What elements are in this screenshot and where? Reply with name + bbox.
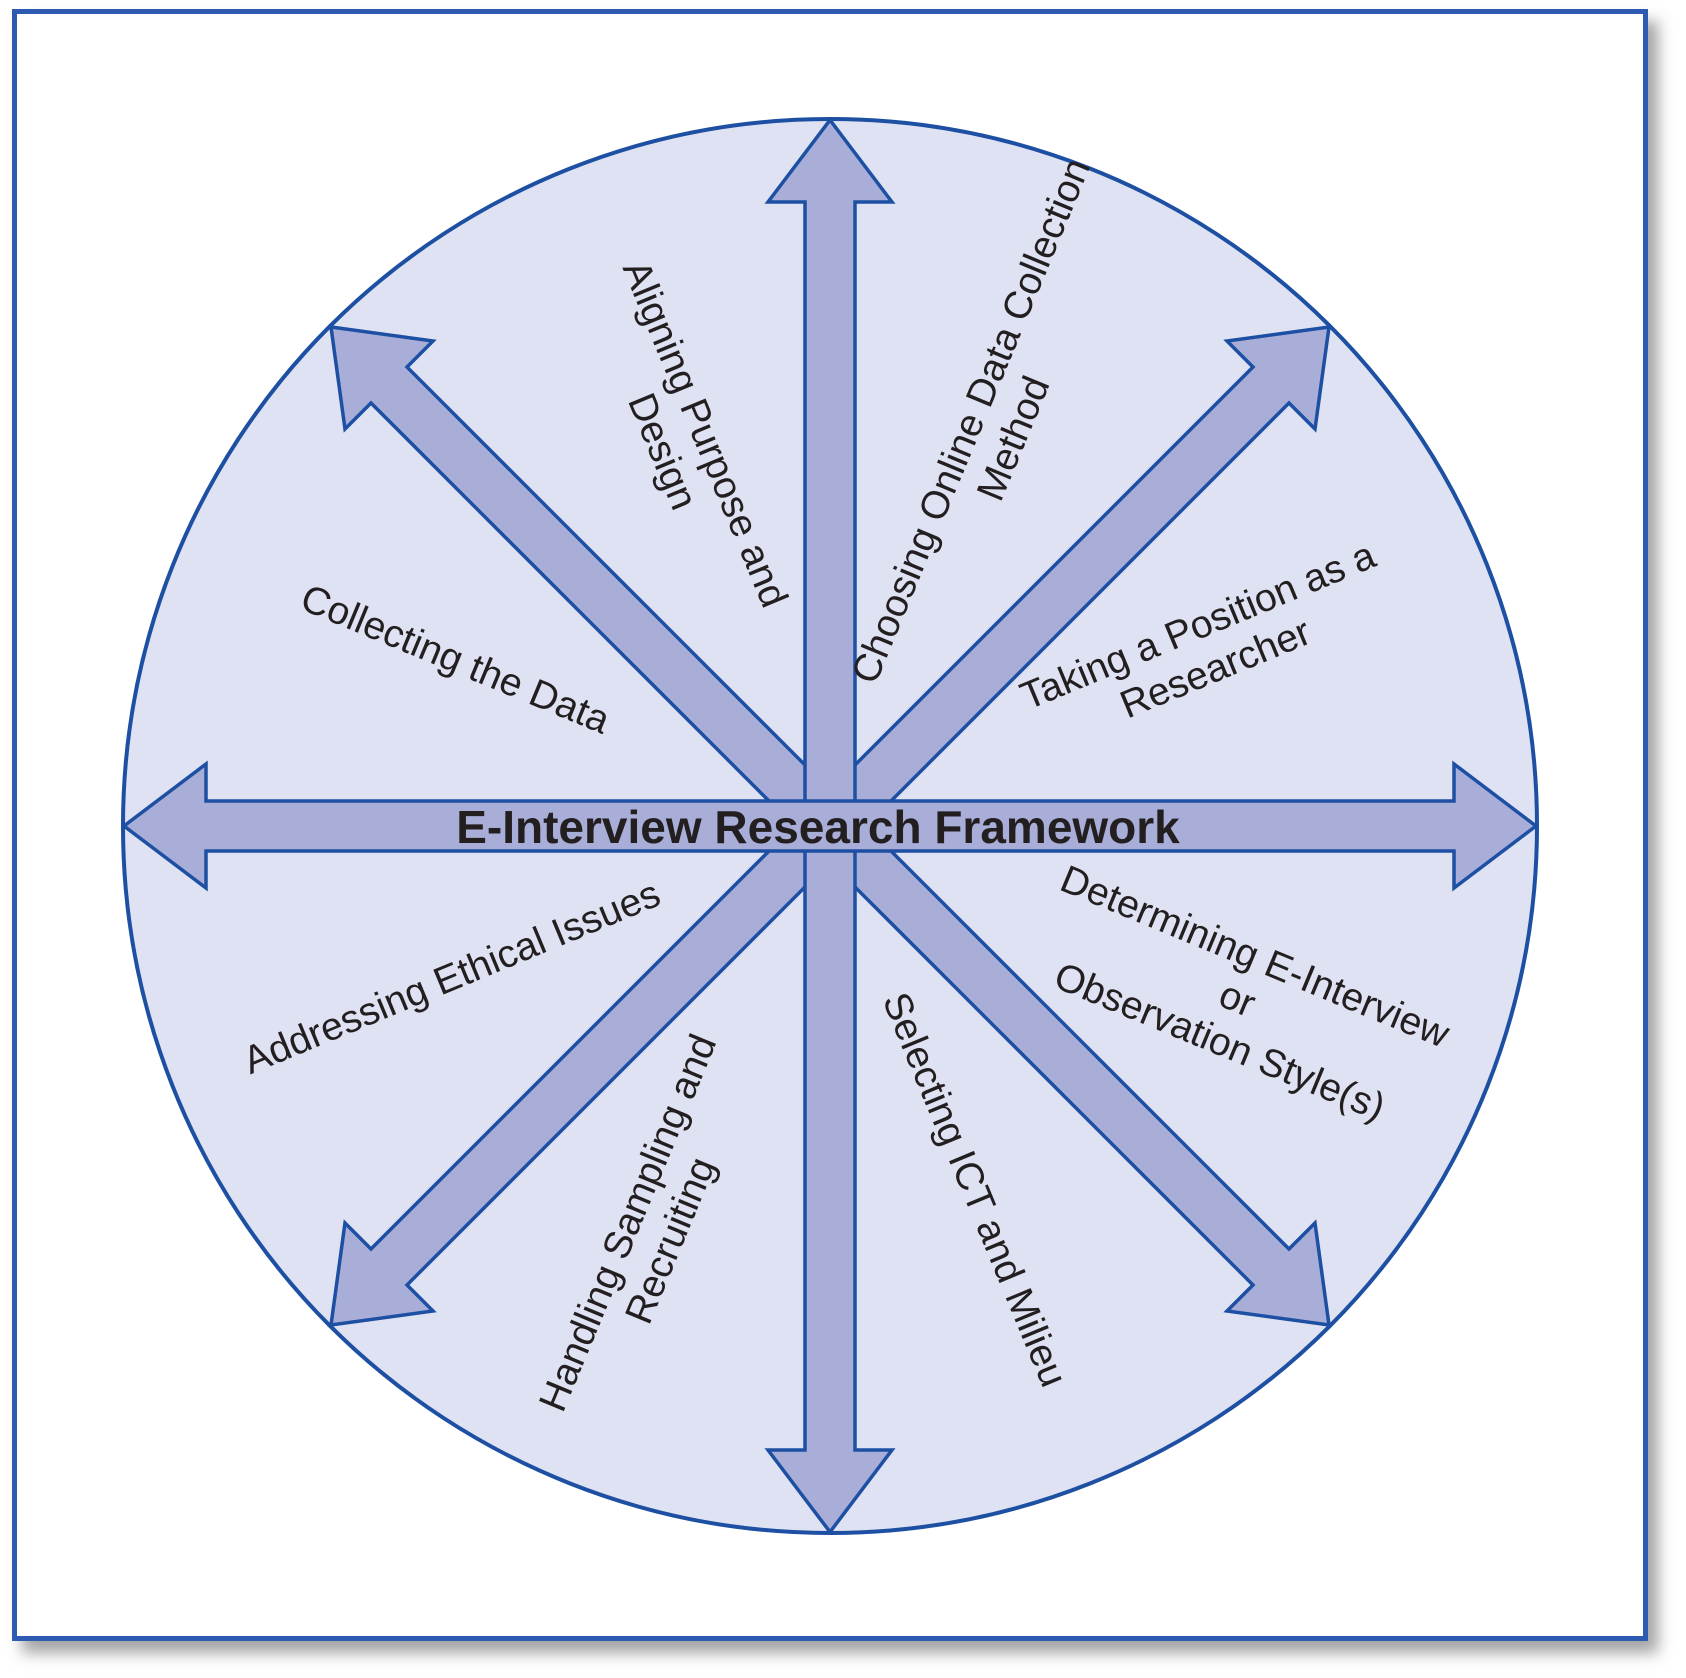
horizontal-arrow xyxy=(121,760,1539,892)
